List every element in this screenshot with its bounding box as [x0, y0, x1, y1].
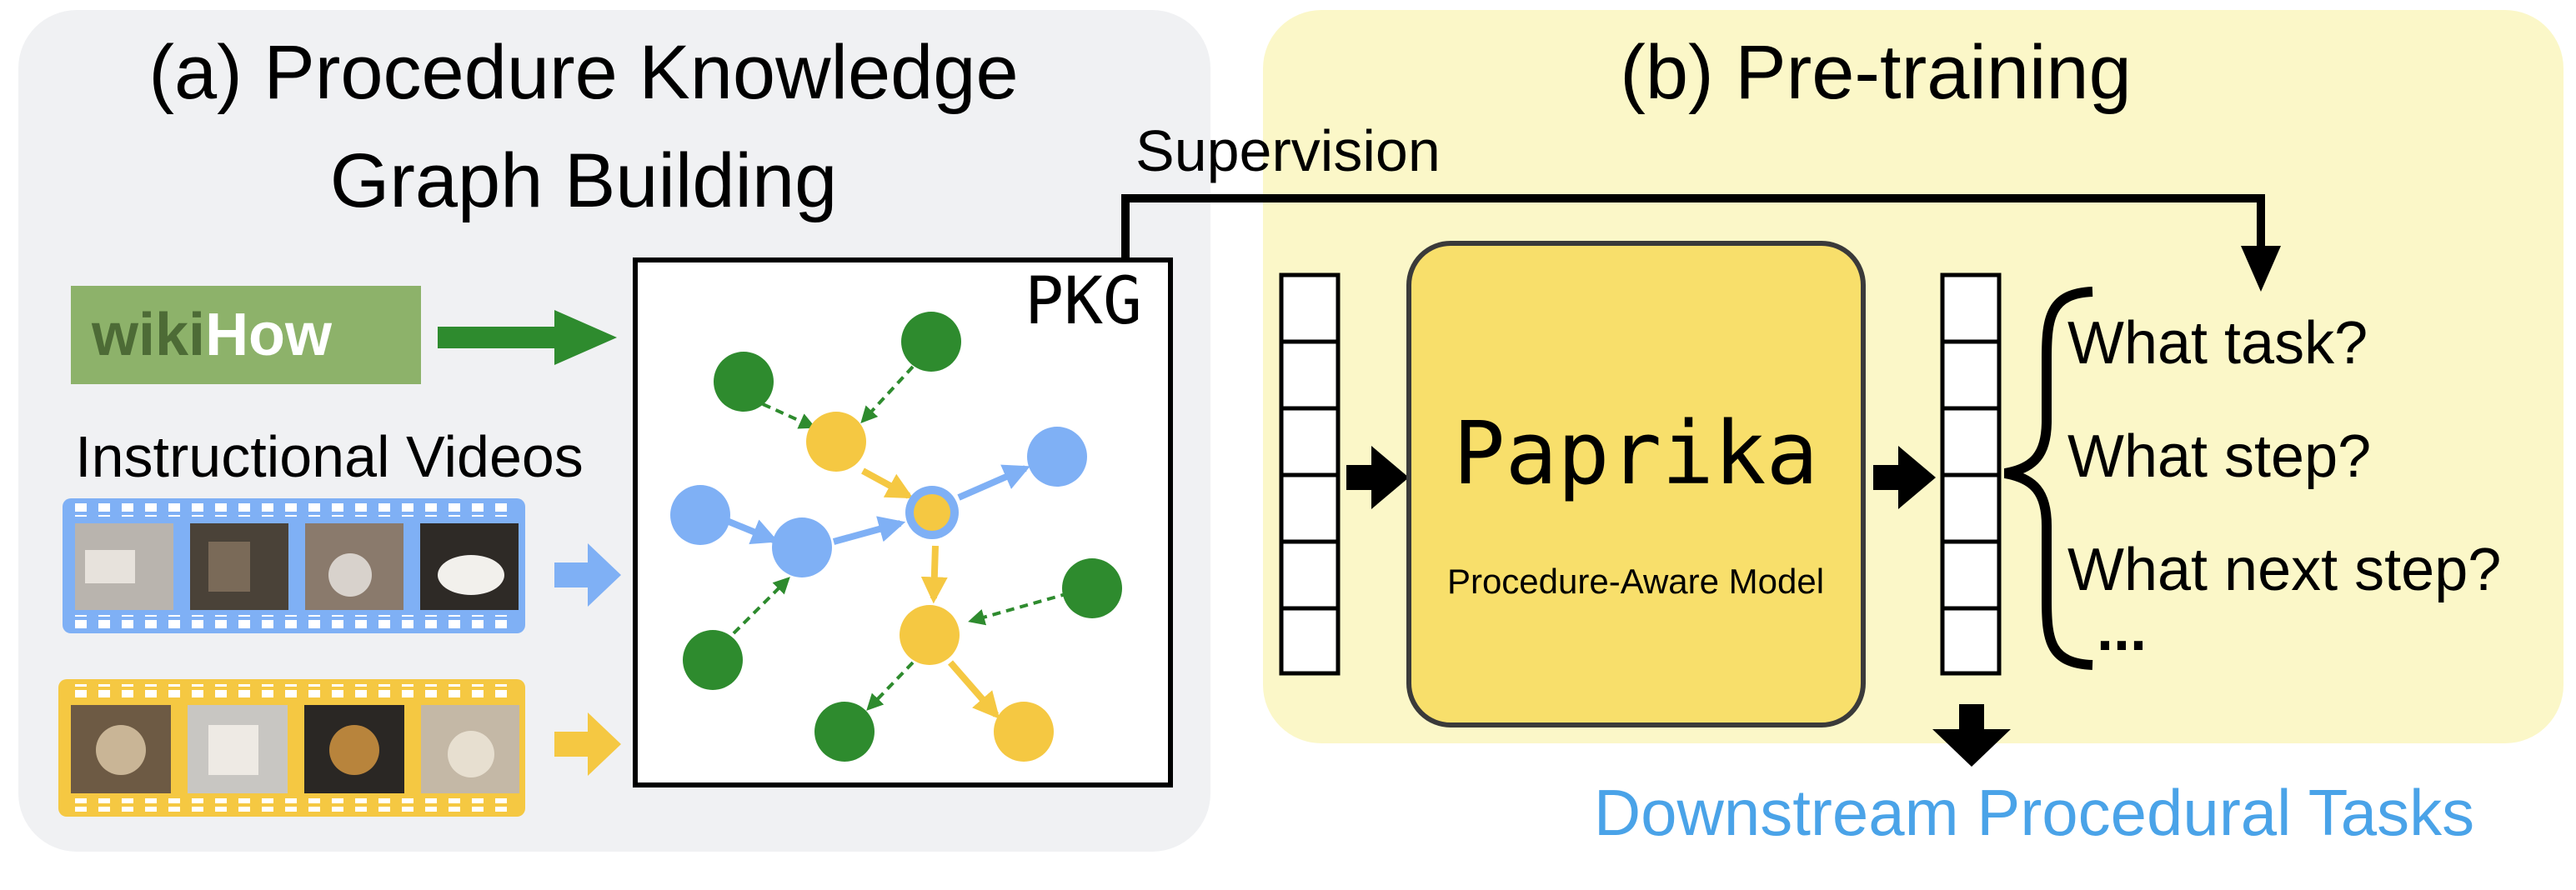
wikihow-logo-part2: How [205, 302, 333, 368]
graph-edge [920, 545, 948, 604]
supervision-label: Supervision [1135, 118, 1441, 183]
graph-node-blue [1027, 427, 1087, 487]
downstream-label: Downstream Procedural Tasks [1594, 776, 2474, 849]
graph-node-green [714, 352, 774, 412]
wikihow-logo-part1: wiki [91, 302, 205, 368]
panel-a-title-line2: Graph Building [330, 138, 838, 223]
paprika-model-box: Paprika Procedure-Aware Model [1406, 241, 1866, 728]
question-next-step: What next step? [2067, 537, 2501, 603]
graph-node-yellow [900, 605, 960, 665]
wikihow-logo-icon: wikiHow [71, 286, 421, 384]
graph-edge [832, 516, 906, 545]
graph-node-blue [772, 518, 832, 578]
input-arrow [1346, 446, 1409, 509]
supervision-connector [1121, 194, 2281, 292]
yellow-video-arrow [554, 712, 621, 776]
pkg-label: PKG [1025, 264, 1142, 339]
graph-edge [957, 464, 1030, 501]
pkg-graph-box: PKG [633, 258, 1173, 788]
output-arrow [1873, 446, 1936, 509]
question-ellipsis: ... [2097, 597, 2147, 663]
videos-label: Instructional Videos [75, 424, 584, 489]
graph-edge [861, 468, 914, 499]
graph-node-green [1062, 558, 1122, 618]
question-step: What step? [2067, 423, 2371, 490]
output-token-column [1940, 272, 2002, 676]
svg-text:wikiHow: wikiHow [91, 302, 333, 368]
blue-video-arrow [554, 543, 621, 607]
graph-node-highlight-inner [914, 494, 950, 531]
graph-node-yellow [994, 702, 1054, 762]
panel-b-title: (b) Pre-training [1620, 30, 2132, 115]
graph-node-yellow [806, 412, 866, 472]
panel-a-title-line1: (a) Procedure Knowledge [148, 30, 1018, 115]
graph-edge [732, 577, 790, 635]
graph-node-blue [670, 485, 730, 545]
wikihow-arrow [438, 310, 617, 365]
graph-node-green [683, 630, 743, 690]
downstream-arrow [1932, 704, 2011, 767]
input-token-column [1279, 272, 1341, 676]
graph-node-green [814, 702, 875, 762]
curly-brace-icon [2003, 287, 2093, 670]
film-strip-yellow-icon [58, 679, 525, 817]
question-task: What task? [2067, 310, 2368, 377]
graph-edge [947, 660, 1000, 719]
film-strip-blue-icon [63, 498, 525, 633]
graph-edge [860, 365, 915, 423]
model-subtitle: Procedure-Aware Model [1447, 562, 1824, 601]
graph-node-green [901, 312, 961, 372]
graph-edge [762, 402, 816, 429]
model-name: Paprika [1453, 402, 1818, 504]
graph-edge [725, 518, 779, 545]
graph-edge [968, 592, 1070, 626]
graph-edge [866, 661, 915, 711]
